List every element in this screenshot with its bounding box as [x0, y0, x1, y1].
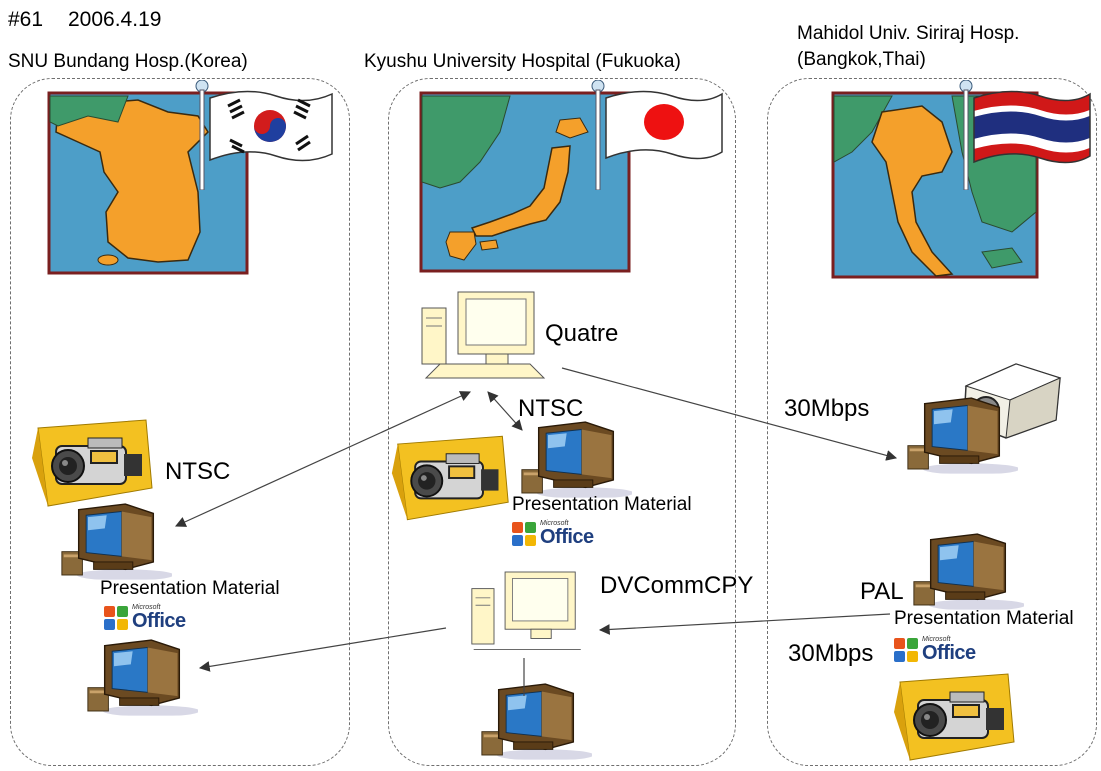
office-small-text: Microsoft [540, 520, 569, 527]
label-30mbps-top: 30Mbps [784, 395, 870, 422]
office-large-text: Office [922, 642, 976, 664]
arrow-thai-to-dvcommcpy [598, 613, 891, 635]
label-dvcommcpy: DVCommCPY [600, 572, 754, 599]
korea-flag-icon [209, 90, 333, 162]
label-30mbps-bottom: 30Mbps [788, 640, 874, 667]
site-title-thai-line2: (Bangkok,Thai) [797, 49, 926, 70]
panel-thai [767, 78, 1097, 766]
japan-map-icon [419, 91, 631, 273]
arrow-quatre-to-ntsc [487, 391, 523, 431]
site-title-thai-line1: Mahidol Univ. Siriraj Hosp. [797, 23, 1020, 44]
office-large-text: Office [540, 526, 594, 548]
meeting-date: 2006.4.19 [68, 8, 162, 31]
presentation-label-thai: Presentation Material [894, 608, 1074, 629]
thailand-flag-icon [973, 90, 1091, 164]
site-title-korea: SNU Bundang Hosp.(Korea) [8, 51, 248, 72]
site-title-kyushu: Kyushu University Hospital (Fukuoka) [364, 51, 681, 72]
office-small-text: Microsoft [922, 636, 951, 643]
presentation-label-korea: Presentation Material [100, 578, 280, 599]
office-large-text: Office [132, 610, 186, 632]
label-pal: PAL [860, 578, 904, 605]
arrow-quatre-to-thai [561, 367, 898, 461]
arrow-quatre-to-korea [175, 391, 471, 527]
presentation-label-kyushu: Presentation Material [512, 494, 692, 515]
label-quatre: Quatre [545, 320, 619, 347]
label-ntsc-kyushu: NTSC [518, 395, 584, 422]
meeting-number: #61 [8, 8, 44, 31]
japan-flag-icon [605, 90, 723, 160]
office-small-text: Microsoft [132, 604, 161, 611]
arrow-dvcommcpy-to-korea [198, 627, 447, 672]
